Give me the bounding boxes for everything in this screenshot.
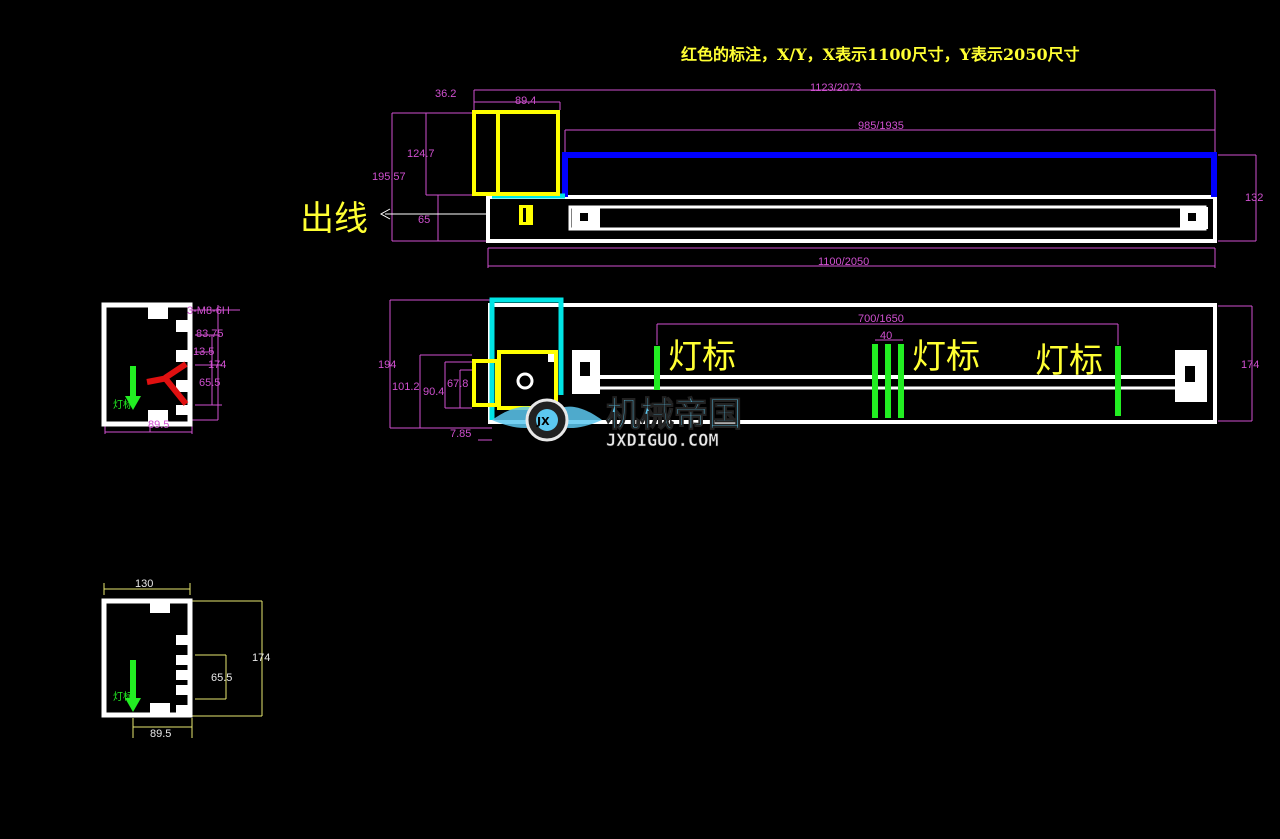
dim-101-2: 101.2 — [392, 381, 420, 393]
light-mark-2: 灯标 — [912, 337, 980, 377]
dim-65: 65 — [418, 214, 430, 226]
s1-dim-83-75: 83.75 — [196, 328, 224, 340]
s1-dim-13-5: 13.5 — [193, 346, 214, 358]
watermark-en: JXDIGUO.COM — [606, 431, 719, 451]
s1-light: 灯标 — [113, 399, 133, 411]
s1-dim-89-5: 89.5 — [148, 419, 169, 431]
dim-40: 40 — [880, 330, 892, 342]
top-view: 36.2 89.4 1123/2073 985/1935 124.7 195.5… — [300, 82, 1263, 268]
s2-dim-130: 130 — [135, 578, 153, 590]
light-mark-1: 灯标 — [668, 337, 736, 377]
s2-dim-89-5: 89.5 — [150, 728, 171, 740]
section-view-2: 130 174 65.5 89.5 灯标 — [101, 578, 270, 740]
s1-thread: 3-M8-6H — [187, 305, 230, 317]
section-view-1: 3-M8-6H 83.75 13.5 174 65.5 89.5 灯标 — [101, 302, 240, 434]
s2-dim-174: 174 — [252, 652, 270, 664]
light-mark-3: 灯标 — [1035, 341, 1103, 381]
s2-dim-65-5: 65.5 — [211, 672, 232, 684]
watermark-cn: 机械帝国 — [606, 395, 742, 435]
header-note: 红色的标注，X/Y，X表示1100尺寸，Y表示2050尺寸 — [681, 45, 1080, 64]
dim-90-4: 90.4 — [423, 386, 444, 398]
dim-36-2: 36.2 — [435, 88, 456, 100]
dim-124-7: 124.7 — [407, 148, 435, 160]
dim-132: 132 — [1245, 192, 1263, 204]
s1-dim-174: 174 — [208, 359, 226, 371]
dim-67-8: 67.8 — [447, 378, 468, 390]
dim-195-57: 195.57 — [372, 171, 406, 183]
s2-light: 灯标 — [113, 691, 133, 703]
watermark-logo: JX 机械帝国 JXDIGUO.COM — [492, 395, 743, 451]
dim-194: 194 — [378, 359, 396, 371]
dim-89-4: 89.4 — [515, 95, 536, 107]
dim-7-85: 7.85 — [450, 428, 471, 440]
watermark-badge: JX — [536, 415, 550, 428]
dim-1100: 1100/2050 — [818, 256, 869, 268]
dim-700: 700/1650 — [858, 313, 904, 325]
dim-1123: 1123/2073 — [810, 82, 861, 94]
dim-985: 985/1935 — [858, 120, 904, 132]
dim-174: 174 — [1241, 359, 1259, 371]
front-view: 194 101.2 90.4 67.8 7.85 700/1650 40 174… — [378, 297, 1259, 441]
outlet-label: 出线 — [300, 199, 368, 239]
s1-dim-65-5: 65.5 — [199, 377, 220, 389]
